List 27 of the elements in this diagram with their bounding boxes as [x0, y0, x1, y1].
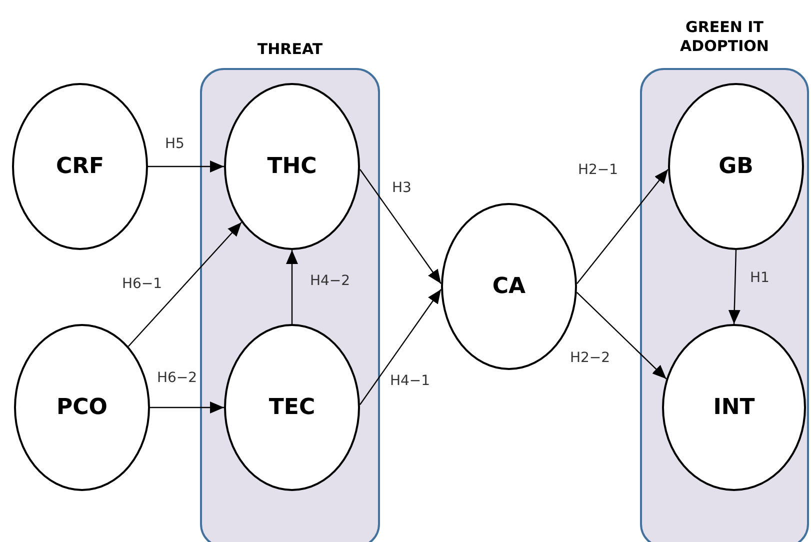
edge-label: H6−1	[122, 276, 162, 292]
arrow	[360, 289, 442, 405]
arrow	[128, 222, 242, 347]
arrow	[360, 169, 442, 284]
edge-label: H5	[165, 136, 184, 152]
edge-label: H3	[392, 180, 412, 196]
construct-label: GB	[718, 154, 754, 179]
arrow	[728, 250, 740, 324]
edge-label: H4−1	[390, 373, 430, 389]
edge-label: H1	[750, 270, 770, 286]
construct-label: THC	[267, 154, 317, 179]
arrow	[576, 292, 667, 380]
arrow	[148, 160, 224, 172]
edge-label: H6−2	[157, 370, 198, 386]
edge-label: H4−2	[310, 273, 350, 289]
construct-label: INT	[713, 395, 755, 420]
arrow	[286, 250, 298, 324]
edge-label: H2−1	[578, 162, 618, 178]
group-heading: GREEN IT ADOPTION	[679, 18, 770, 56]
construct-label: CRF	[56, 154, 104, 179]
edge-label: H2−2	[570, 350, 610, 366]
construct-label: PCO	[56, 395, 108, 420]
construct-label: CA	[492, 274, 526, 299]
group-heading: THREAT	[256, 40, 324, 59]
arrow	[150, 402, 224, 414]
construct-label: TEC	[268, 395, 316, 420]
arrow	[576, 169, 668, 284]
